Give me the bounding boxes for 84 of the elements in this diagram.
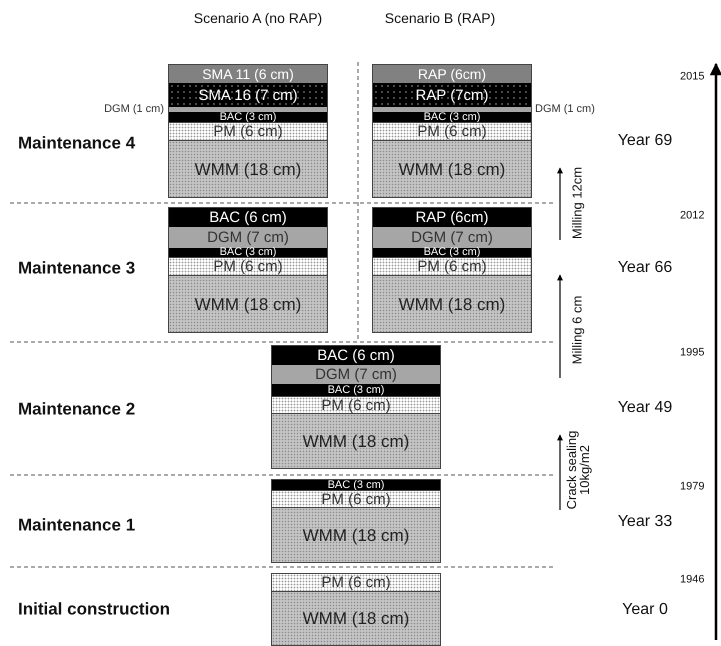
- pavement-layer: [168, 248, 328, 257]
- pavement-layer: [271, 384, 441, 396]
- layer-label: WMM (18 cm): [302, 610, 410, 627]
- layer-label: WMM (18 cm): [302, 526, 410, 544]
- pavement-layer: [271, 365, 441, 384]
- layer-label: DGM (7 cm): [411, 230, 493, 245]
- layer-label: DGM (1 cm): [104, 104, 164, 115]
- stage-label: Initial construction: [18, 600, 170, 618]
- column-heading: Scenario A (no RAP): [194, 11, 322, 25]
- age-label: Year 33: [618, 514, 672, 530]
- age-label: Year 49: [618, 400, 672, 416]
- layer-label: PM (6 cm): [417, 124, 487, 139]
- pavement-layer: [271, 396, 441, 414]
- pavement-layer: [372, 64, 532, 83]
- pavement-layer: [168, 112, 328, 122]
- pavement-layer: [372, 112, 532, 122]
- layer-label: BAC (6 cm): [209, 210, 287, 225]
- pavement-layer: [168, 141, 328, 198]
- layer-label: PM (6 cm): [321, 398, 391, 412]
- pavement-layer: [168, 207, 328, 227]
- year-label: 1979: [680, 482, 704, 492]
- year-label: 2015: [680, 72, 704, 82]
- layer-label: SMA 11 (6 cm): [202, 67, 294, 81]
- pavement-layer: [271, 490, 441, 508]
- layer-label: WMM (18 cm): [302, 432, 410, 450]
- year-label: 1995: [680, 348, 704, 358]
- stage-label: Maintenance 2: [18, 400, 136, 418]
- layer-label: RAP (6cm): [415, 210, 489, 225]
- layer-label: BAC (3 cm): [424, 112, 480, 122]
- layer-label: PM (6 cm): [321, 492, 391, 506]
- layer-label: WMM (18 cm): [398, 160, 506, 178]
- pavement-layer: [271, 573, 441, 592]
- stage-label: Maintenance 1: [18, 516, 136, 534]
- layer-label: DGM (7 cm): [315, 367, 397, 382]
- pavement-layer: [372, 276, 532, 333]
- layer-label: RAP (7cm): [415, 88, 489, 102]
- age-label: Year 0: [622, 602, 668, 618]
- layer-label: BAC (3 cm): [220, 112, 276, 122]
- layer-label: BAC (3 cm): [328, 384, 384, 396]
- pavement-layer: [168, 227, 328, 248]
- layer-label: BAC (3 cm): [328, 480, 384, 490]
- layer-label: BAC (3 cm): [220, 247, 276, 258]
- process-note: Milling 12cm: [570, 166, 584, 240]
- pavement-layer: [168, 122, 328, 141]
- layer-label: PM (6 cm): [213, 124, 283, 139]
- layer-label: DGM (7 cm): [207, 230, 289, 245]
- pavement-layer: [372, 122, 532, 141]
- column-heading: Scenario B (RAP): [384, 11, 496, 25]
- year-label: 1946: [680, 574, 704, 586]
- layer-label: DGM (1 cm): [535, 104, 595, 115]
- pavement-layer: [168, 257, 328, 276]
- pavement-layer: [372, 227, 532, 248]
- thin-layer-strip: [168, 107, 328, 112]
- pavement-layer: [168, 276, 328, 333]
- stage-label: Maintenance 4: [18, 134, 136, 152]
- pavement-layer: [372, 83, 532, 107]
- pavement-layer: [372, 248, 532, 257]
- stage-label: Maintenance 3: [18, 260, 136, 276]
- layer-label: RAP (6cm): [418, 67, 486, 81]
- pavement-layer: [271, 414, 441, 469]
- pavement-layer: [168, 64, 328, 83]
- pavement-layer: [372, 141, 532, 198]
- layer-label: PM (6 cm): [417, 259, 487, 274]
- layer-label: PM (6 cm): [213, 259, 283, 274]
- pavement-layer: [271, 592, 441, 646]
- age-label: Year 66: [618, 260, 672, 276]
- layer-label: SMA 16 (7 cm): [198, 88, 298, 102]
- layer-label: WMM (18 cm): [194, 160, 302, 178]
- pavement-layer: [168, 83, 328, 107]
- pavement-layer: [271, 345, 441, 365]
- layer-label: PM (6 cm): [321, 575, 391, 590]
- year-label: 2012: [680, 210, 704, 222]
- thin-layer-strip: [372, 107, 532, 112]
- layer-label: BAC (6 cm): [317, 348, 395, 363]
- pavement-layer: [271, 508, 441, 563]
- process-note: Milling 6 cm: [570, 296, 584, 364]
- pavement-layer: [372, 257, 532, 276]
- process-note: Crack sealing 10kg/m2: [565, 430, 591, 512]
- pavement-layer: [372, 207, 532, 227]
- layer-label: WMM (18 cm): [398, 296, 506, 312]
- layer-label: WMM (18 cm): [194, 296, 302, 312]
- layer-label: BAC (3 cm): [424, 247, 480, 258]
- age-label: Year 69: [618, 133, 672, 149]
- pavement-layer: [271, 479, 441, 490]
